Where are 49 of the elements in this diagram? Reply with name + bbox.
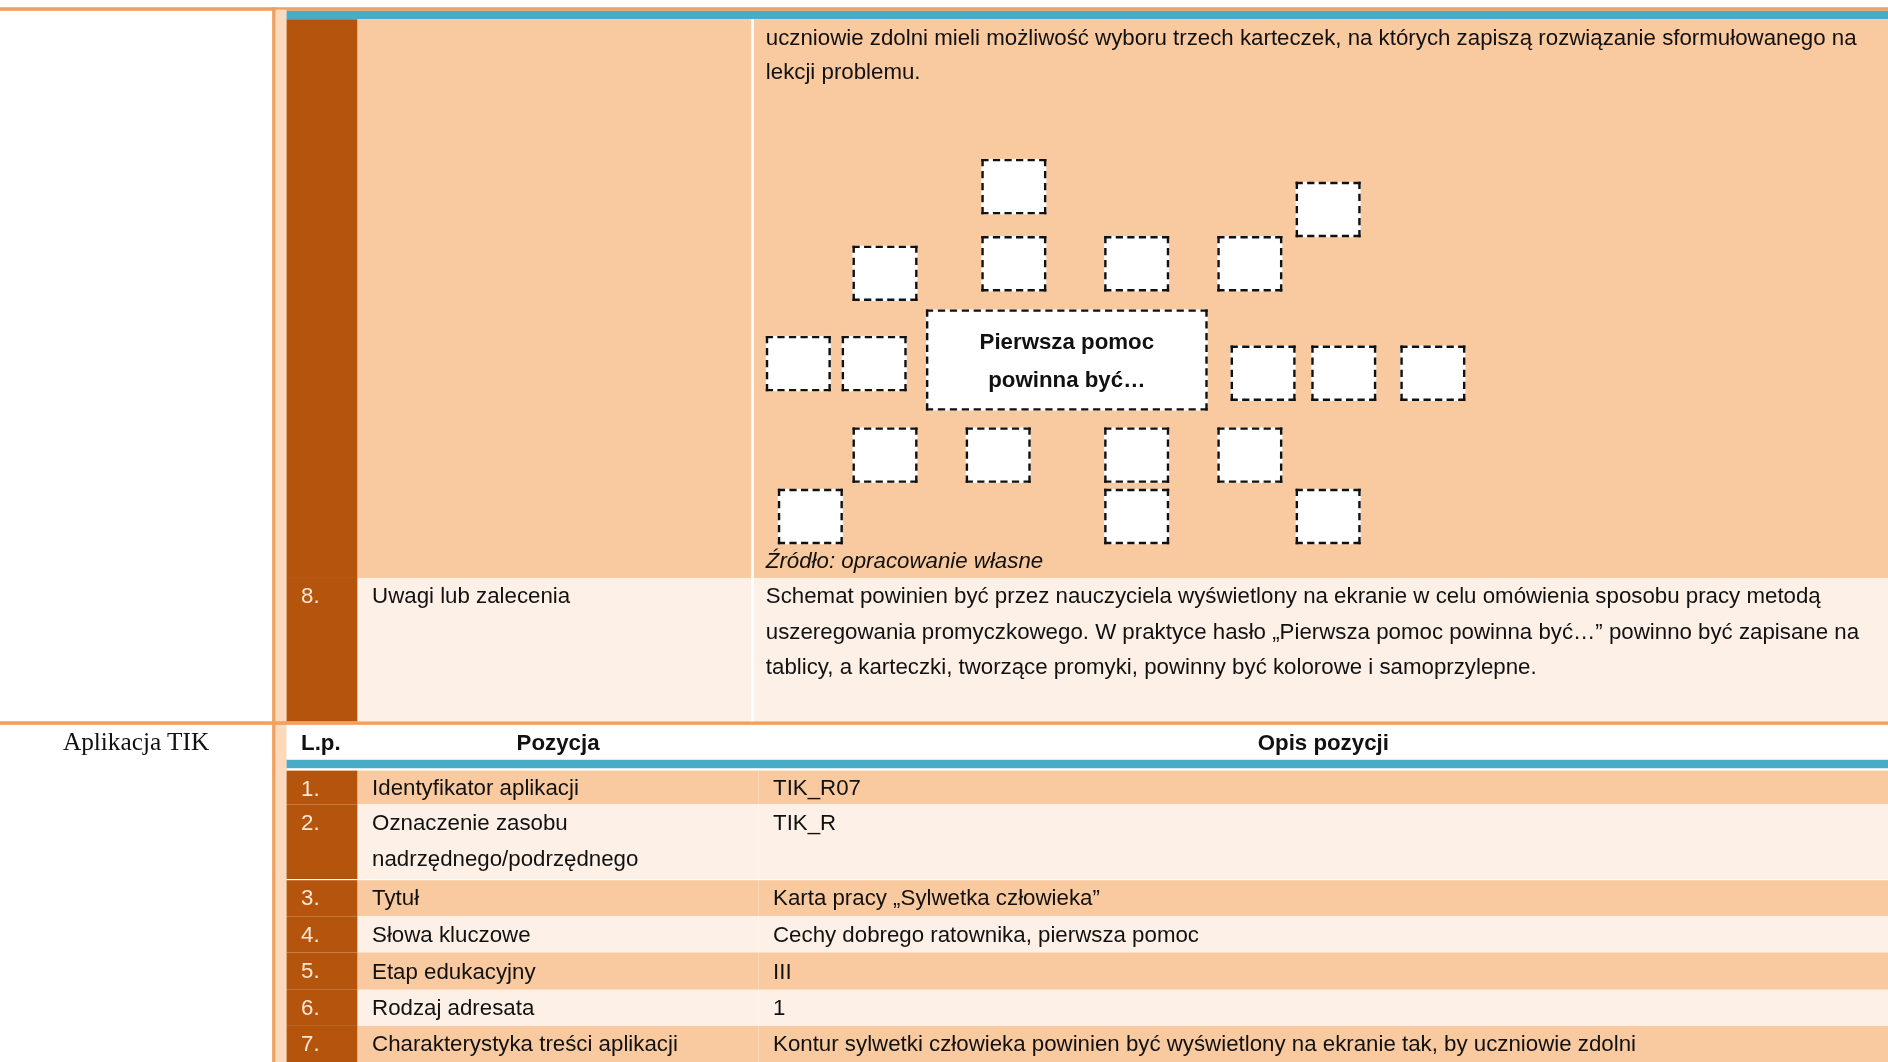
empty-card — [1104, 236, 1170, 292]
row-number: 4. — [286, 916, 358, 953]
column-header: Pozycja — [515, 728, 601, 757]
empty-card — [981, 158, 1047, 215]
empty-card — [1104, 427, 1170, 483]
empty-card — [965, 427, 1031, 483]
field-name: Identyfikator aplikacji — [357, 770, 759, 805]
empty-card — [1217, 427, 1283, 483]
field-name: Etap edukacyjny — [357, 952, 759, 990]
section-label: Aplikacja TIK — [61, 726, 211, 759]
paragraph: uczniowie zdolni mieli możliwość wyboru trzech karteczek, na których zapiszą rozwiązanie sformułowanego na lekcji problemu. — [764, 23, 1858, 87]
row-number: 8. — [286, 577, 358, 722]
empty-card — [1295, 488, 1361, 545]
field-value: TIK_R — [758, 804, 1888, 879]
row-number: 5. — [286, 952, 358, 990]
empty-card — [852, 427, 918, 483]
row-number: 7. — [286, 1025, 358, 1062]
field-value: Karta pracy „Sylwetka człowieka” — [758, 880, 1888, 917]
row-number: 1. — [286, 770, 358, 805]
field-name: Rodzaj adresata — [357, 989, 759, 1026]
paragraph: Schemat powinien być przez nauczyciela wyświetlony na ekranie w celu omówienia sposobu pracy metodą uszeregowania promyczkowego. W praktyce hasło „Pierwsza pomoc powinna być…” powinno być zapisane na tablicy, a karteczki, tworzące promyki, powinny być kolorowe i samoprzylepne. — [753, 577, 1888, 722]
field-name: Uwagi lub zalecenia — [357, 577, 752, 722]
empty-card — [777, 488, 843, 545]
empty-card — [1104, 488, 1170, 545]
field-name: Słowa kluczowe — [357, 916, 759, 953]
field-value: Cechy dobrego ratownika, pierwsza pomoc — [758, 916, 1888, 953]
empty-card — [1230, 345, 1296, 401]
field-name: Oznaczenie zasobu nadrzędnego/podrzędnego — [357, 804, 759, 879]
field-value: III — [758, 952, 1888, 990]
field-value: 1 — [758, 989, 1888, 1026]
prompt-card: Pierwsza pomoc powinna być… — [925, 309, 1208, 411]
empty-card — [981, 236, 1047, 292]
empty-card — [765, 335, 831, 392]
empty-card — [841, 335, 907, 392]
row-number: 6. — [286, 989, 358, 1026]
row-number: 2. — [286, 804, 358, 879]
column-header: L.p. — [300, 728, 342, 757]
field-value: TIK_R07 — [758, 770, 1888, 805]
row-number: 3. — [286, 880, 358, 917]
empty-card — [1217, 236, 1283, 292]
field-name: Charakterystyka treści aplikacji — [357, 1025, 759, 1062]
field-value: Kontur sylwetki człowieka powinien być wyświetlony na ekranie tak, by uczniowie zdolni — [758, 1025, 1888, 1062]
column-header: Opis pozycji — [1256, 728, 1390, 757]
empty-card — [852, 245, 918, 301]
empty-card — [1295, 181, 1361, 238]
source-note: Źródło: opracowanie własne — [764, 546, 1045, 576]
empty-card — [1311, 345, 1377, 401]
empty-card — [1400, 345, 1466, 401]
field-name: Tytuł — [357, 880, 759, 917]
